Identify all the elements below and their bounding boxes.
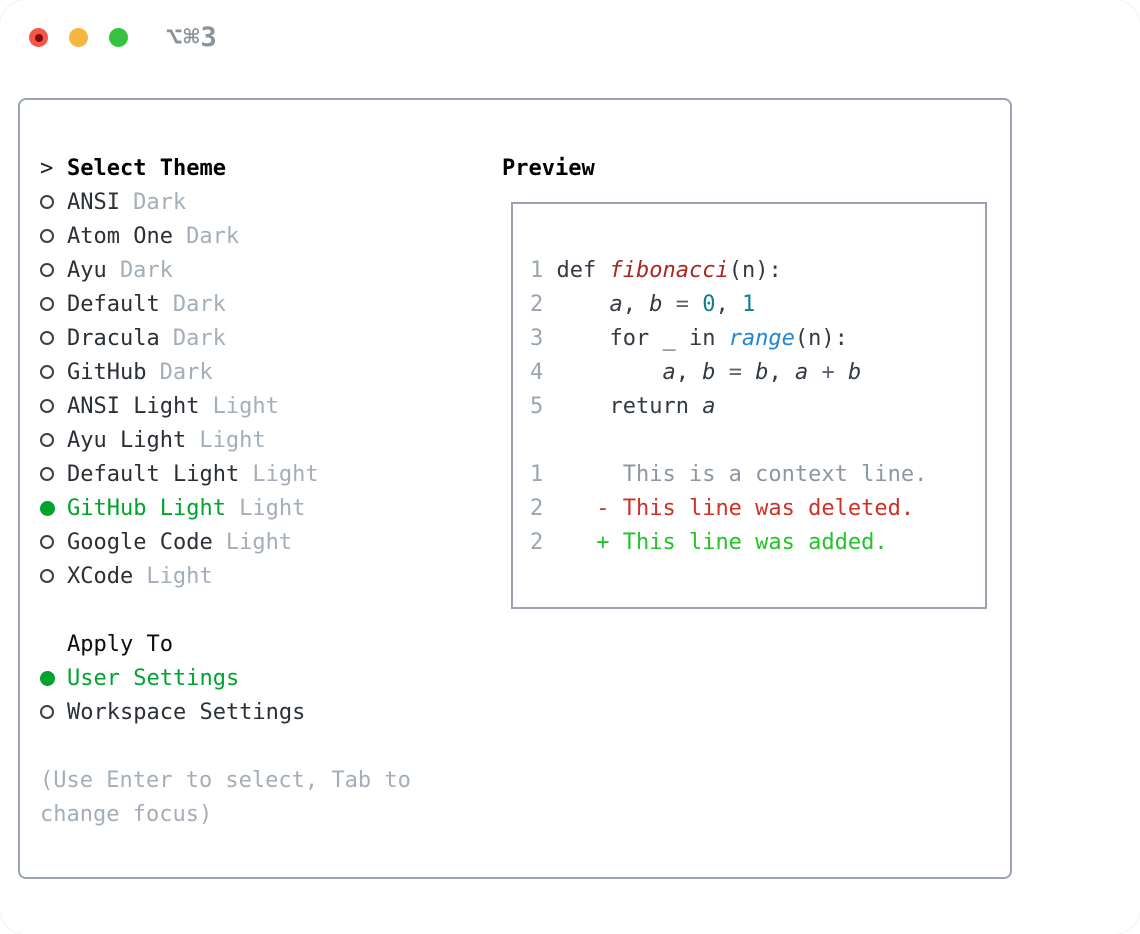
select-theme-header: > Select Theme: [40, 151, 411, 185]
theme-variant: Dark: [133, 189, 187, 215]
theme-option[interactable]: Default Dark: [40, 287, 411, 321]
radio-icon: [40, 297, 54, 311]
theme-variant: Light: [252, 461, 319, 487]
apply-option-user-settings[interactable]: User Settings: [40, 661, 411, 695]
code-line: 5 return a: [530, 393, 716, 419]
theme-name: XCode: [67, 563, 134, 589]
theme-name: Ayu: [67, 257, 107, 283]
theme-name: GitHub: [67, 359, 147, 385]
theme-option[interactable]: GitHub Dark: [40, 355, 411, 389]
apply-option-label: User Settings: [67, 665, 240, 691]
spacer: [40, 729, 411, 763]
select-theme-title: Select Theme: [67, 155, 226, 181]
theme-name: Dracula: [67, 325, 160, 351]
theme-option[interactable]: Default Light Light: [40, 457, 411, 491]
theme-settings-panel: > Select Theme ANSI Dark Atom One Dark A…: [18, 98, 1012, 879]
radio-icon: [40, 535, 54, 549]
hint-text-line2: change focus): [40, 801, 213, 827]
code-line: [530, 423, 985, 457]
preview-header: Preview: [502, 151, 595, 185]
theme-variant: Light: [225, 529, 293, 555]
theme-name: Default Light: [67, 461, 240, 487]
radio-icon: [40, 433, 54, 447]
theme-variant: Light: [146, 563, 213, 589]
diff-context-line: 1 This is a context line.: [530, 461, 928, 487]
titlebar: ⌥⌘3: [0, 0, 1140, 70]
zoom-button[interactable]: [109, 28, 128, 47]
code-line: 1 def fibonacci(n):: [530, 257, 782, 283]
radio-icon: [40, 500, 55, 516]
preview-box: 1 def fibonacci(n): 2 a, b = 0, 1 3 for …: [511, 202, 987, 609]
code-line: 3 for _ in range(n):: [530, 325, 848, 351]
theme-variant: Dark: [186, 223, 240, 249]
diff-added-line: 2 + This line was added.: [530, 529, 888, 555]
theme-variant: Light: [199, 427, 266, 453]
theme-name: GitHub Light: [67, 495, 226, 521]
hint-text-line1: (Use Enter to select, Tab to: [40, 767, 411, 793]
radio-icon: [40, 263, 54, 277]
code-preview: 1 def fibonacci(n): 2 a, b = 0, 1 3 for …: [513, 204, 985, 559]
theme-list: > Select Theme ANSI Dark Atom One Dark A…: [40, 151, 411, 831]
theme-name: ANSI: [67, 189, 120, 215]
theme-variant: Dark: [172, 291, 226, 317]
apply-option-label: Workspace Settings: [67, 699, 306, 725]
theme-name: Ayu Light: [67, 427, 187, 453]
theme-name: Google Code: [67, 529, 213, 555]
theme-variant: Dark: [159, 359, 213, 385]
theme-variant: Light: [239, 495, 306, 521]
theme-name: Atom One: [67, 223, 173, 249]
spacer: [40, 593, 411, 627]
radio-icon: [40, 569, 54, 583]
theme-option[interactable]: Dracula Dark: [40, 321, 411, 355]
theme-variant: Dark: [119, 257, 173, 283]
preview-title: Preview: [502, 155, 595, 181]
radio-icon: [40, 229, 54, 243]
theme-option[interactable]: GitHub Light Light: [40, 491, 411, 525]
radio-icon: [40, 705, 54, 719]
apply-to-header: Apply To: [67, 631, 173, 657]
theme-name: ANSI Light: [67, 393, 200, 419]
cursor-icon: >: [40, 155, 54, 181]
window-title: ⌥⌘3: [166, 22, 218, 53]
theme-option[interactable]: Atom One Dark: [40, 219, 411, 253]
radio-icon: [40, 670, 55, 686]
code-line: 2 a, b = 0, 1: [530, 291, 756, 317]
theme-option[interactable]: ANSI Dark: [40, 185, 411, 219]
minimize-button[interactable]: [69, 28, 88, 47]
radio-icon: [40, 195, 54, 209]
close-button[interactable]: [29, 28, 48, 47]
theme-variant: Dark: [172, 325, 226, 351]
radio-icon: [40, 467, 54, 481]
diff-deleted-line: 2 - This line was deleted.: [530, 495, 915, 521]
theme-option[interactable]: ANSI Light Light: [40, 389, 411, 423]
radio-icon: [40, 365, 54, 379]
theme-option[interactable]: Google Code Light: [40, 525, 411, 559]
theme-variant: Light: [212, 393, 279, 419]
radio-icon: [40, 331, 54, 345]
apply-option-workspace-settings[interactable]: Workspace Settings: [40, 695, 411, 729]
theme-name: Default: [67, 291, 160, 317]
theme-option[interactable]: Ayu Dark: [40, 253, 411, 287]
theme-option[interactable]: Ayu Light Light: [40, 423, 411, 457]
code-line: 4 a, b = b, a + b: [530, 359, 862, 385]
radio-icon: [40, 399, 54, 413]
theme-option[interactable]: XCode Light: [40, 559, 411, 593]
